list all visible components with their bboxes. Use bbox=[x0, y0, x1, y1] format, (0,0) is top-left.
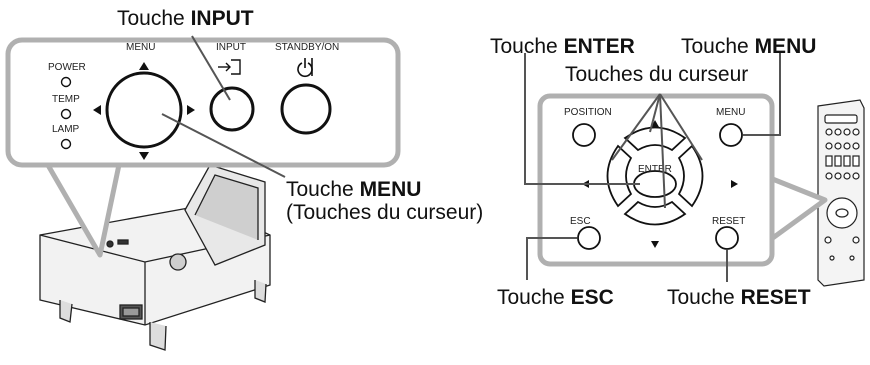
esc-callout-key: ESC bbox=[570, 286, 614, 309]
left-panel-wedge bbox=[42, 158, 123, 258]
menu-key-callout-right: Touche MENU bbox=[681, 35, 816, 58]
input-button[interactable] bbox=[209, 86, 255, 132]
arrow-left-icon bbox=[93, 105, 101, 115]
temp-label: TEMP bbox=[52, 94, 80, 105]
menu-key-callout-left: Touche MENU (Touches du curseur) bbox=[286, 178, 483, 224]
temp-led bbox=[60, 108, 72, 120]
enter-callout-prefix: Touche bbox=[490, 35, 564, 58]
menu-cursor-button-left[interactable] bbox=[105, 71, 183, 149]
menu-right-callout-key: MENU bbox=[754, 35, 817, 58]
cursor-right-arrow-icon bbox=[731, 180, 738, 188]
cursor-left-button bbox=[606, 144, 633, 208]
cursor-down-button bbox=[623, 200, 687, 226]
menu-leader-line bbox=[161, 113, 286, 178]
standby-label: STANDBY/ON bbox=[275, 42, 339, 53]
menu-right-callout-prefix: Touche bbox=[681, 35, 755, 58]
reset-label: RESET bbox=[712, 216, 745, 227]
power-icon bbox=[297, 58, 313, 78]
arrow-down-icon bbox=[139, 152, 149, 160]
power-led bbox=[60, 76, 72, 88]
menu-callout-line1: Touche MENU bbox=[286, 178, 483, 201]
input-icon bbox=[218, 59, 241, 75]
lamp-led bbox=[60, 138, 72, 150]
cursor-up-arrow-icon bbox=[651, 120, 659, 127]
menu-callout-prefix: Touche bbox=[286, 178, 360, 201]
right-leader-lines bbox=[524, 53, 781, 282]
arrow-up-icon bbox=[139, 62, 149, 70]
input-key-callout: Touche INPUT bbox=[117, 7, 254, 30]
lamp-label: LAMP bbox=[52, 124, 80, 135]
cursor-keys-callout: Touches du curseur bbox=[565, 63, 749, 86]
cursor-pad[interactable] bbox=[606, 126, 704, 226]
indicator-leds bbox=[60, 76, 72, 150]
reset-button[interactable] bbox=[715, 226, 739, 250]
enter-callout-key: ENTER bbox=[563, 35, 635, 58]
reset-callout-key: RESET bbox=[740, 286, 811, 309]
menu-callout-key: MENU bbox=[359, 178, 422, 201]
esc-callout-prefix: Touche bbox=[497, 286, 571, 309]
standby-on-button[interactable] bbox=[280, 83, 332, 135]
menu-callout-line2: (Touches du curseur) bbox=[286, 201, 484, 225]
menu-label-left: MENU bbox=[126, 42, 155, 53]
menu-label-right: MENU bbox=[716, 107, 745, 118]
power-label: POWER bbox=[48, 62, 86, 73]
cursor-right-button bbox=[677, 144, 704, 208]
remote-control-illustration bbox=[817, 99, 865, 287]
cursor-up-button bbox=[623, 126, 687, 152]
reset-key-callout: Touche RESET bbox=[667, 286, 811, 309]
enter-key-callout: Touche ENTER bbox=[490, 35, 635, 58]
reset-callout-prefix: Touche bbox=[667, 286, 741, 309]
arrow-right-icon bbox=[187, 105, 195, 115]
position-label: POSITION bbox=[564, 107, 612, 118]
input-callout-key: INPUT bbox=[190, 7, 254, 30]
input-label: INPUT bbox=[216, 42, 246, 53]
menu-button-right[interactable] bbox=[719, 123, 743, 147]
enter-label: ENTER bbox=[638, 164, 672, 175]
right-panel-wedge bbox=[768, 175, 828, 243]
position-button[interactable] bbox=[572, 123, 596, 147]
esc-label: ESC bbox=[570, 216, 591, 227]
input-callout-prefix: Touche bbox=[117, 7, 191, 30]
esc-button[interactable] bbox=[577, 226, 601, 250]
esc-key-callout: Touche ESC bbox=[497, 286, 614, 309]
input-leader-line bbox=[191, 35, 231, 101]
cursor-down-arrow-icon bbox=[651, 241, 659, 248]
